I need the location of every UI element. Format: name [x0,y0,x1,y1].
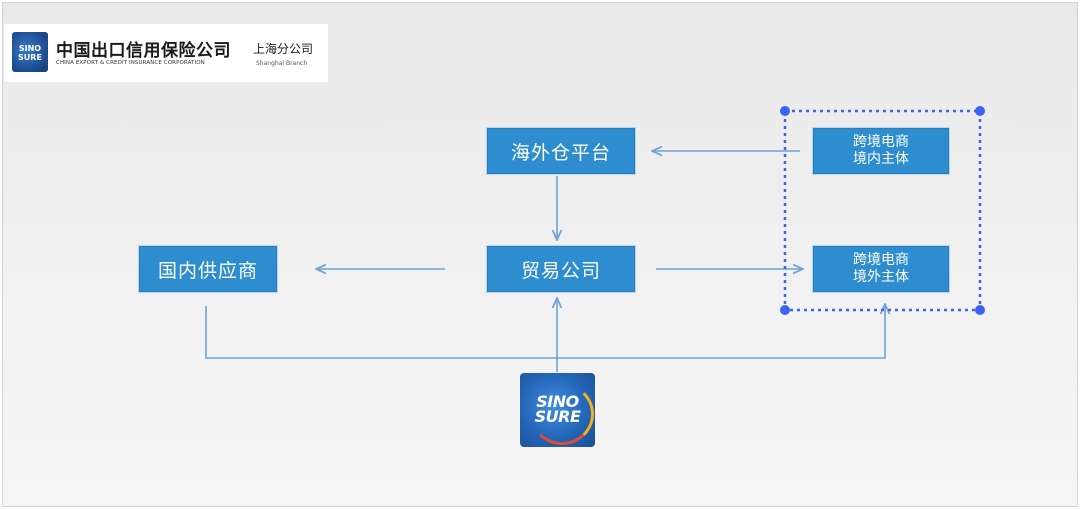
company-name-en: CHINA EXPORT & CREDIT INSURANCE CORPORAT… [56,60,205,66]
node-ecommerce-overseas-entity[interactable]: 跨境电商 境外主体 [812,245,950,293]
bracket-supplier-to-overseas [205,304,885,359]
node-label-line-2: 境内主体 [853,151,909,167]
selection-frame [783,109,982,312]
branch-name-cn: 上海分公司 [253,42,314,56]
node-label-line-1: 跨境电商 [853,252,909,268]
mini-logo-line-2: SURE [18,53,42,62]
header-logo-bar: SINO SURE 中国出口信用保险公司 CHINA EXPORT & CRED… [4,24,328,82]
node-label: 海外仓平台 [510,141,611,164]
logo-ring-icon [530,383,594,445]
node-domestic-supplier[interactable]: 国内供应商 [138,245,278,293]
node-overseas-warehouse-platform[interactable]: 海外仓平台 [486,127,636,175]
mini-logo-line-1: SINO [18,44,42,53]
logo-text: SINO SURE [520,392,595,426]
selection-handle-top-left[interactable] [780,106,790,116]
node-ecommerce-domestic-entity[interactable]: 跨境电商 境内主体 [812,127,950,175]
node-label-line-1: 跨境电商 [853,134,909,150]
selection-handle-bottom-right[interactable] [975,305,985,315]
company-name-cn: 中国出口信用保险公司 [56,41,231,61]
company-logo-icon: SINO SURE [12,32,48,72]
node-trade-company[interactable]: 贸易公司 [486,245,636,293]
logo-line-2: SURE [534,407,581,426]
node-label: 贸易公司 [520,259,601,282]
branch-name-en: Shanghai Branch [256,60,308,67]
node-label-line-2: 境外主体 [853,269,909,285]
selection-handle-top-right[interactable] [975,106,985,116]
logo-line-1: SINO [536,392,579,411]
selection-handle-bottom-left[interactable] [780,305,790,315]
node-label: 国内供应商 [157,259,258,282]
sinosure-logo: SINO SURE [520,373,595,447]
